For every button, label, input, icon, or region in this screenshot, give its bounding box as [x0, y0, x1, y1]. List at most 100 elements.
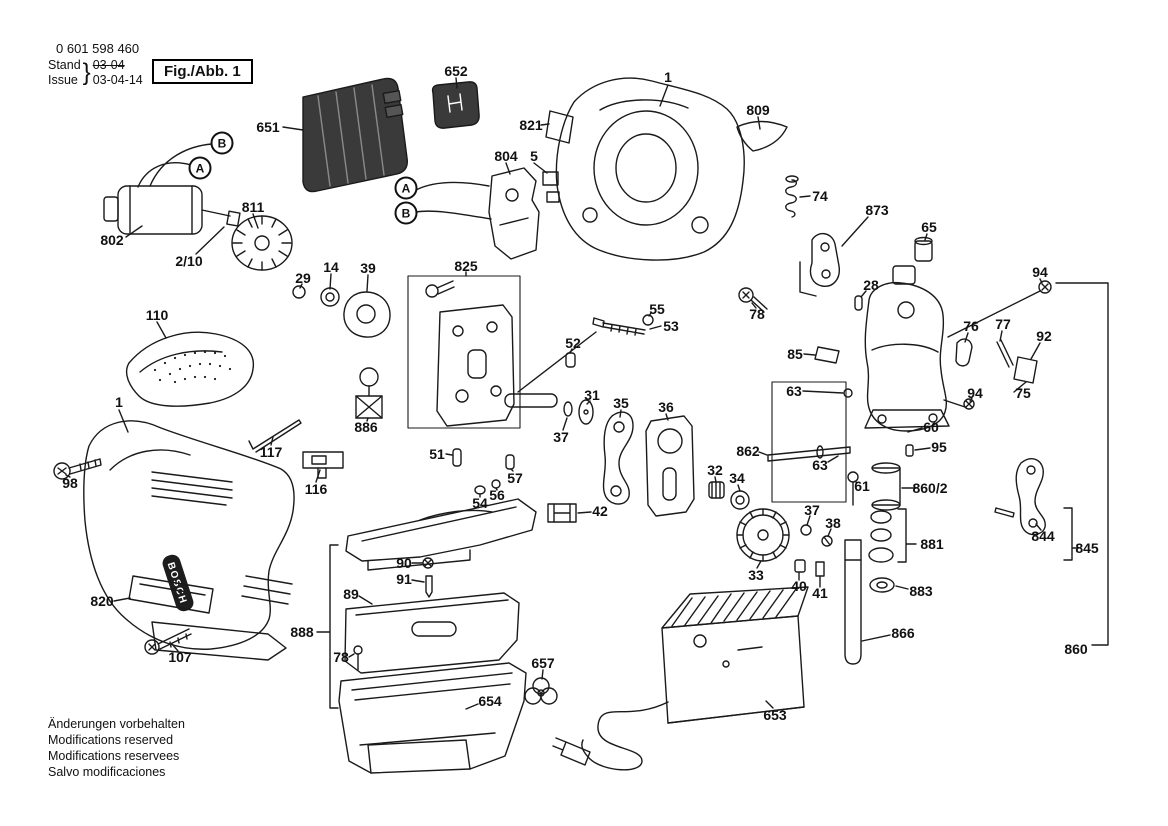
issue-date: 03-04-14	[92, 73, 143, 87]
battery-adapter-drawing	[431, 77, 480, 129]
gear-train-drawing	[708, 476, 833, 588]
modification-notice: Änderungen vorbehalten Modifications res…	[48, 716, 185, 780]
part-callout-651: 651	[256, 119, 280, 135]
fasteners-52-55-drawing	[517, 312, 662, 393]
figure-label: Fig./Abb. 1	[152, 59, 253, 84]
hex-key-drawing	[248, 419, 302, 453]
part-callout-821: 821	[519, 117, 543, 133]
part-callout-94: 94	[967, 385, 983, 401]
revision-brace: }	[82, 59, 91, 86]
part-callout-883: 883	[909, 583, 933, 599]
part-callout-89: 89	[343, 586, 359, 602]
part-callout-98: 98	[62, 475, 78, 491]
part-callout-55: 55	[649, 301, 665, 317]
small-pins-drawing	[445, 448, 515, 498]
part-callout-886: 886	[354, 419, 378, 435]
part-callout-804: 804	[494, 148, 518, 164]
wire-marker-a-2: A	[394, 176, 418, 200]
part-callout-56: 56	[489, 487, 505, 503]
plate-821-drawing	[540, 110, 574, 144]
part-callout-34: 34	[729, 470, 745, 486]
plate-assembly-825-drawing	[407, 271, 521, 429]
part-callout-42: 42	[592, 503, 608, 519]
part-callout-36: 36	[658, 399, 674, 415]
part-callout-77: 77	[995, 316, 1011, 332]
switch-wires	[415, 181, 492, 220]
part-callout-51: 51	[429, 446, 445, 462]
part-callout-54: 54	[472, 495, 488, 511]
part-callout-116: 116	[304, 481, 328, 497]
part-callout-110: 110	[145, 307, 169, 323]
part-callout-37: 37	[553, 429, 569, 445]
stand-date: 03-04	[92, 58, 125, 72]
notice-line-en: Modifications reserved	[48, 733, 174, 747]
clamp-116-drawing	[302, 451, 344, 483]
power-plug	[552, 737, 591, 766]
issue-label: Issue	[48, 73, 78, 87]
part-callout-76: 76	[963, 318, 979, 334]
cover-809-drawing	[736, 116, 788, 152]
part-callout-32: 32	[707, 462, 723, 478]
part-callout-653: 653	[763, 707, 787, 723]
part-callout-811: 811	[241, 199, 265, 215]
part-callout-825: 825	[454, 258, 478, 274]
bracket-888-drawing	[316, 544, 339, 709]
handle-drawing	[125, 321, 254, 407]
part-callout-63: 63	[812, 457, 828, 473]
part-callout-14: 14	[323, 259, 339, 275]
revision-labels: Stand Issue	[48, 58, 81, 88]
part-callout-75: 75	[1015, 385, 1031, 401]
part-callout-78: 78	[749, 306, 765, 322]
part-callout-94: 94	[1032, 264, 1048, 280]
guide-886-drawing	[355, 367, 383, 422]
insert-plate-89-drawing	[344, 592, 520, 674]
part-callout-860-2: 860/2	[912, 480, 948, 496]
screws-90-91-drawing	[411, 557, 434, 598]
plate-36-drawing	[645, 413, 695, 517]
part-callout-91: 91	[396, 571, 412, 587]
shoe-plate-drawing	[345, 498, 537, 571]
part-callout-5: 5	[530, 148, 538, 164]
part-callout-90: 90	[396, 555, 412, 571]
tray-654-drawing	[338, 662, 527, 774]
part-callout-52: 52	[565, 335, 581, 351]
part-callout-881: 881	[920, 536, 944, 552]
part-callout-53: 53	[663, 318, 679, 334]
part-callout-844: 844	[1031, 528, 1055, 544]
part-callout-38: 38	[825, 515, 841, 531]
part-callout-29: 29	[295, 270, 311, 286]
roller-42-drawing	[547, 503, 592, 523]
charger-drawing	[552, 586, 809, 771]
revision-block: Stand Issue } 03-04 03-04-14	[48, 58, 143, 88]
part-callout-866: 866	[891, 625, 915, 641]
battery-pack-drawing	[282, 77, 408, 193]
wire-marker-b-3: B	[394, 201, 418, 225]
notice-line-es: Salvo modificaciones	[48, 765, 166, 779]
part-callout-820: 820	[90, 593, 114, 609]
part-callout-41: 41	[812, 585, 828, 601]
part-callout-78: 78	[333, 649, 349, 665]
notice-line-fr: Modifications reservees	[48, 749, 180, 763]
part-callout-40: 40	[791, 578, 807, 594]
part-callout-31: 31	[584, 387, 600, 403]
notice-line-de: Änderungen vorbehalten	[48, 717, 185, 731]
screw-78-bottom-drawing	[348, 645, 363, 671]
part-callout-63: 63	[786, 383, 802, 399]
part-callout-35: 35	[613, 395, 629, 411]
part-callout-92: 92	[1036, 328, 1052, 344]
part-callout-37: 37	[804, 502, 820, 518]
power-cord	[581, 701, 669, 771]
part-callout-57: 57	[507, 470, 523, 486]
part-callout-39: 39	[360, 260, 376, 276]
part-callout-28: 28	[863, 277, 879, 293]
motor-drawing	[103, 143, 241, 255]
part-callout-862: 862	[736, 443, 760, 459]
part-callout-1: 1	[664, 69, 672, 85]
part-callout-85: 85	[787, 346, 803, 362]
cam-plate-35-drawing	[602, 409, 634, 505]
part-callout-860: 860	[1064, 641, 1088, 657]
shaft-31-drawing	[504, 393, 594, 431]
part-callout-107: 107	[168, 649, 192, 665]
part-callout-1: 1	[115, 394, 123, 410]
part-callout-95: 95	[931, 439, 947, 455]
